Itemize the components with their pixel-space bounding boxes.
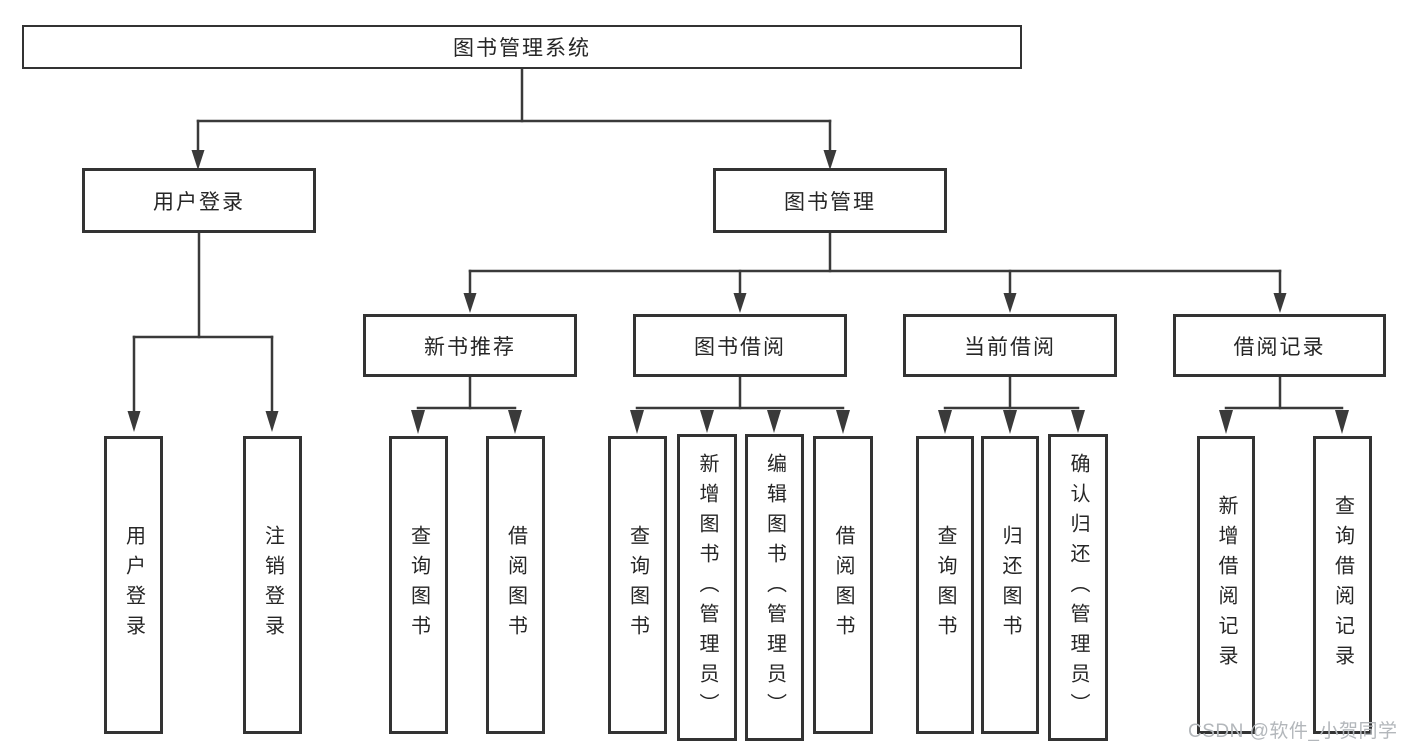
arrowhead-leaf-query-record [1335,410,1349,434]
arrowhead-leaf-current-query [938,410,952,434]
arrowhead-leaf-user-login [127,411,141,432]
leaf-user-login-label: 用户登录 [122,525,145,645]
node-borrow-records: 借阅记录 [1173,314,1386,377]
leaf-recommend-query-books: 查询图书 [389,436,448,734]
arrowhead-new-book [463,293,477,313]
node-book-borrow-label: 图书借阅 [694,335,786,359]
arrowhead-leaf-return-book [1003,410,1017,434]
leaf-recommend-borrow-books-label: 借阅图书 [504,525,527,645]
leaf-query-borrow-record-label: 查询借阅记录 [1331,495,1354,675]
node-book-management-label: 图书管理 [784,190,876,214]
leaf-confirm-return-admin-label: 确认归还（管理员） [1067,452,1089,723]
leaf-add-borrow-record: 新增借阅记录 [1197,436,1255,734]
leaf-confirm-return-admin: 确认归还（管理员） [1048,434,1108,741]
leaf-edit-book-admin-label: 编辑图书（管理员） [763,452,786,723]
leaf-add-book-admin: 新增图书（管理员） [677,434,737,741]
arrowhead-leaf-add-book [700,410,714,433]
node-current-borrow: 当前借阅 [903,314,1117,377]
arrowhead-current-borrow [1003,293,1017,313]
leaf-user-login: 用户登录 [104,436,163,734]
leaf-borrow-query-books-label: 查询图书 [626,525,649,645]
node-root-library-system: 图书管理系统 [22,25,1022,69]
arrowhead-book-borrow [733,293,747,313]
arrowhead-leaf-borrow-borrow [836,410,850,434]
node-root-label: 图书管理系统 [453,37,591,60]
leaf-recommend-borrow-books: 借阅图书 [486,436,545,734]
node-book-borrow: 图书借阅 [633,314,847,377]
leaf-borrow-query-books: 查询图书 [608,436,667,734]
arrowhead-book-management [823,150,837,170]
leaf-edit-book-admin: 编辑图书（管理员） [745,434,804,741]
arrowhead-leaf-edit-book [767,410,781,433]
leaf-logout: 注销登录 [243,436,302,734]
leaf-borrow-borrow-books: 借阅图书 [813,436,873,734]
arrowhead-leaf-recommend-query [411,410,425,434]
leaf-current-query-books-label: 查询图书 [934,525,956,645]
leaf-add-borrow-record-label: 新增借阅记录 [1215,495,1237,675]
leaf-current-query-books: 查询图书 [916,436,974,734]
leaf-add-book-admin-label: 新增图书（管理员） [696,452,718,723]
node-new-book-recommend: 新书推荐 [363,314,577,377]
node-book-management: 图书管理 [713,168,947,233]
leaf-borrow-borrow-books-label: 借阅图书 [832,525,854,645]
arrowhead-leaf-confirm-return [1071,410,1085,433]
arrowhead-leaf-borrow-query [630,410,644,434]
node-user-login: 用户登录 [82,168,316,233]
arrowhead-leaf-logout [265,411,279,432]
arrowhead-user-login [191,150,205,170]
node-current-borrow-label: 当前借阅 [964,335,1056,359]
arrowhead-borrow-records [1273,293,1287,313]
leaf-query-borrow-record: 查询借阅记录 [1313,436,1372,734]
node-user-login-label: 用户登录 [153,190,245,214]
arrowhead-leaf-add-record [1219,410,1233,434]
leaf-recommend-query-books-label: 查询图书 [407,525,430,645]
node-new-book-recommend-label: 新书推荐 [424,335,516,359]
leaf-logout-label: 注销登录 [261,525,284,645]
arrowhead-leaf-recommend-borrow [508,410,522,434]
node-borrow-records-label: 借阅记录 [1233,335,1326,359]
csdn-watermark: CSDN @软件_小贺同学 [1188,721,1398,742]
leaf-return-books: 归还图书 [981,436,1039,734]
leaf-return-books-label: 归还图书 [999,525,1021,645]
